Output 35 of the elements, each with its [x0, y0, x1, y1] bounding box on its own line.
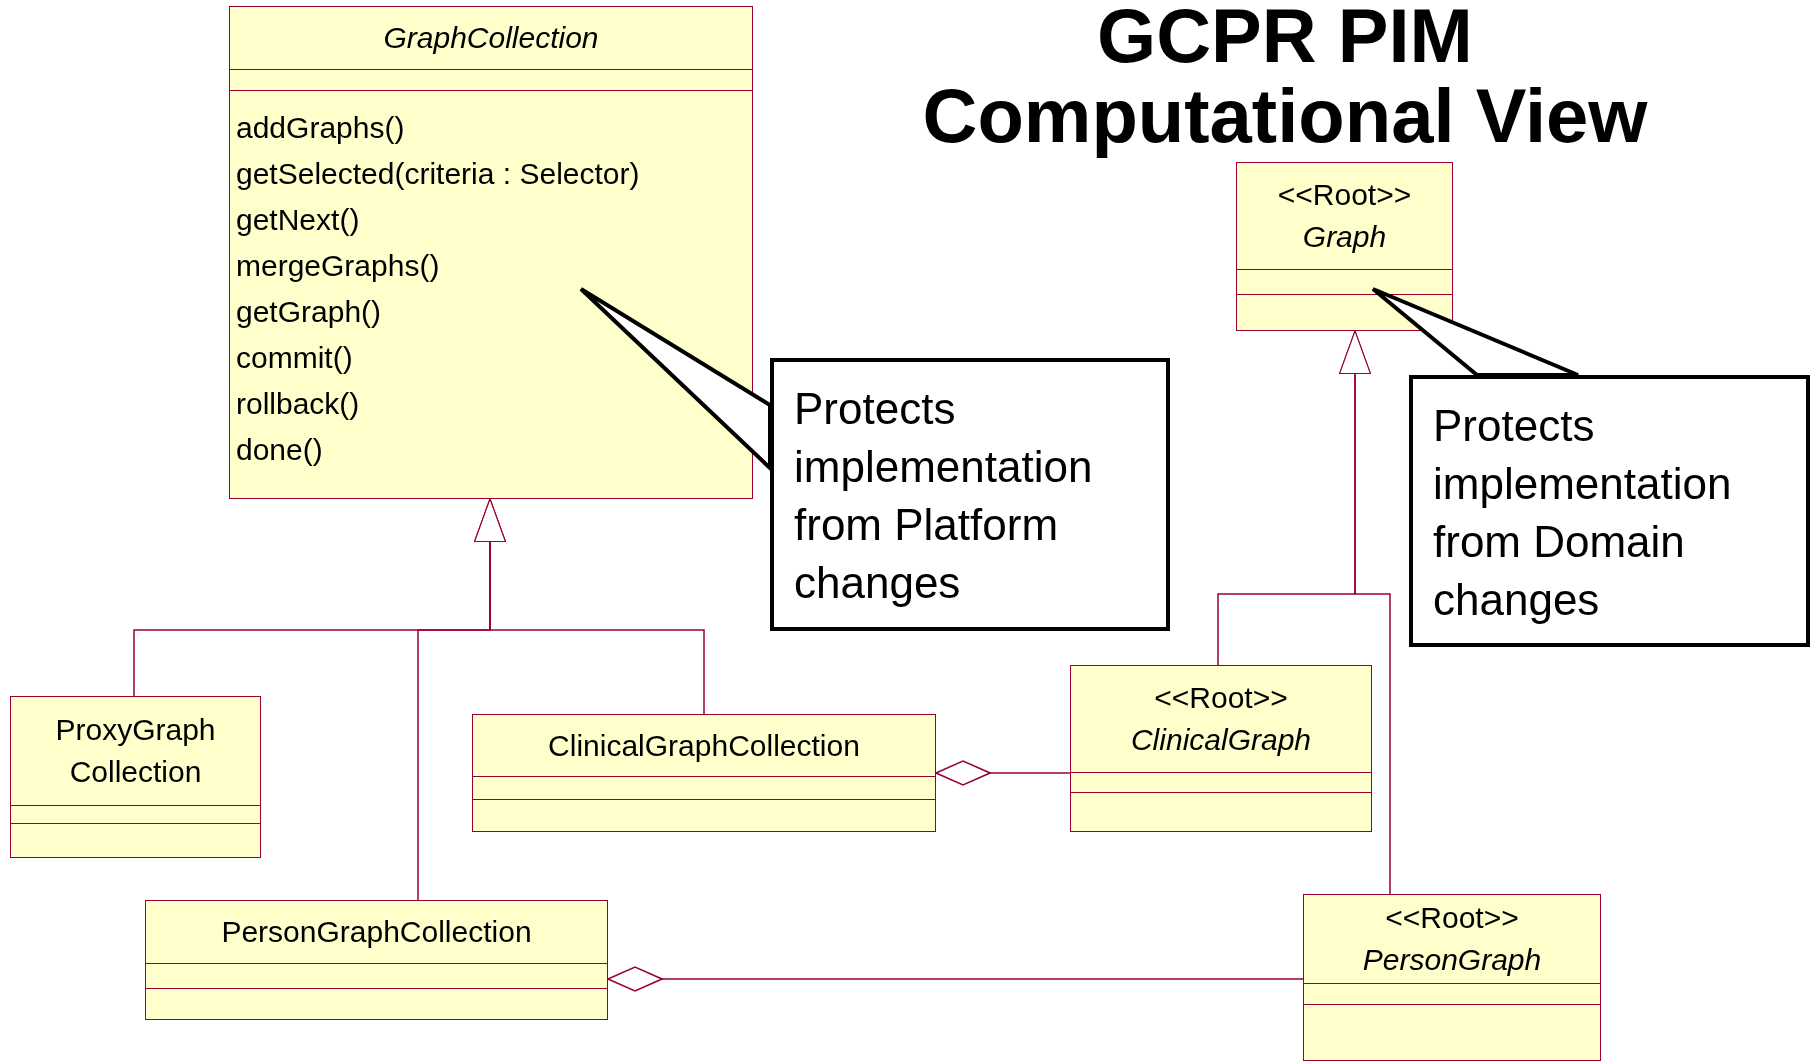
callout-pointer — [1371, 287, 1580, 377]
generalization-arrow — [1339, 330, 1391, 895]
callout-text: Protects implementation from Domain changes — [1433, 400, 1733, 626]
class-box — [1070, 665, 1372, 832]
aggregation-line — [935, 760, 1071, 786]
diagram-title: GCPR PIM Computational View — [921, 0, 1649, 156]
callout-pointer — [579, 287, 772, 473]
class-name: ClinicalGraph — [1130, 722, 1312, 758]
class-box — [472, 714, 936, 832]
class-box — [1236, 162, 1453, 331]
class-name: ProxyGraph Collection — [54, 712, 217, 790]
class-name: ClinicalGraphCollection — [548, 727, 860, 764]
stereotype: <<Root>> — [1277, 177, 1412, 213]
callout-box — [770, 358, 1170, 631]
class-name: PersonGraphCollection — [221, 914, 532, 950]
operation: commit() — [236, 340, 353, 376]
class-name: GraphCollection — [383, 20, 599, 56]
generalization-arrow — [474, 498, 705, 715]
class-name: Graph — [1302, 219, 1387, 255]
class-box — [145, 900, 608, 1020]
class-box — [1303, 894, 1601, 1061]
stereotype: <<Root>> — [1385, 900, 1519, 936]
operation: done() — [236, 432, 323, 468]
operation: getNext() — [236, 202, 360, 238]
class-name: PersonGraph — [1362, 942, 1542, 978]
operation: mergeGraphs() — [236, 248, 440, 284]
operation: rollback() — [236, 386, 360, 422]
operation: addGraphs() — [236, 110, 405, 146]
aggregation-line — [607, 966, 1304, 992]
class-box — [229, 6, 753, 499]
class-box — [10, 696, 261, 858]
callout-text: Protects implementation from Platform changes — [794, 383, 1094, 609]
operation: getGraph() — [236, 294, 382, 330]
stereotype: <<Root>> — [1154, 680, 1288, 716]
operation: getSelected(criteria : Selector) — [236, 156, 640, 192]
